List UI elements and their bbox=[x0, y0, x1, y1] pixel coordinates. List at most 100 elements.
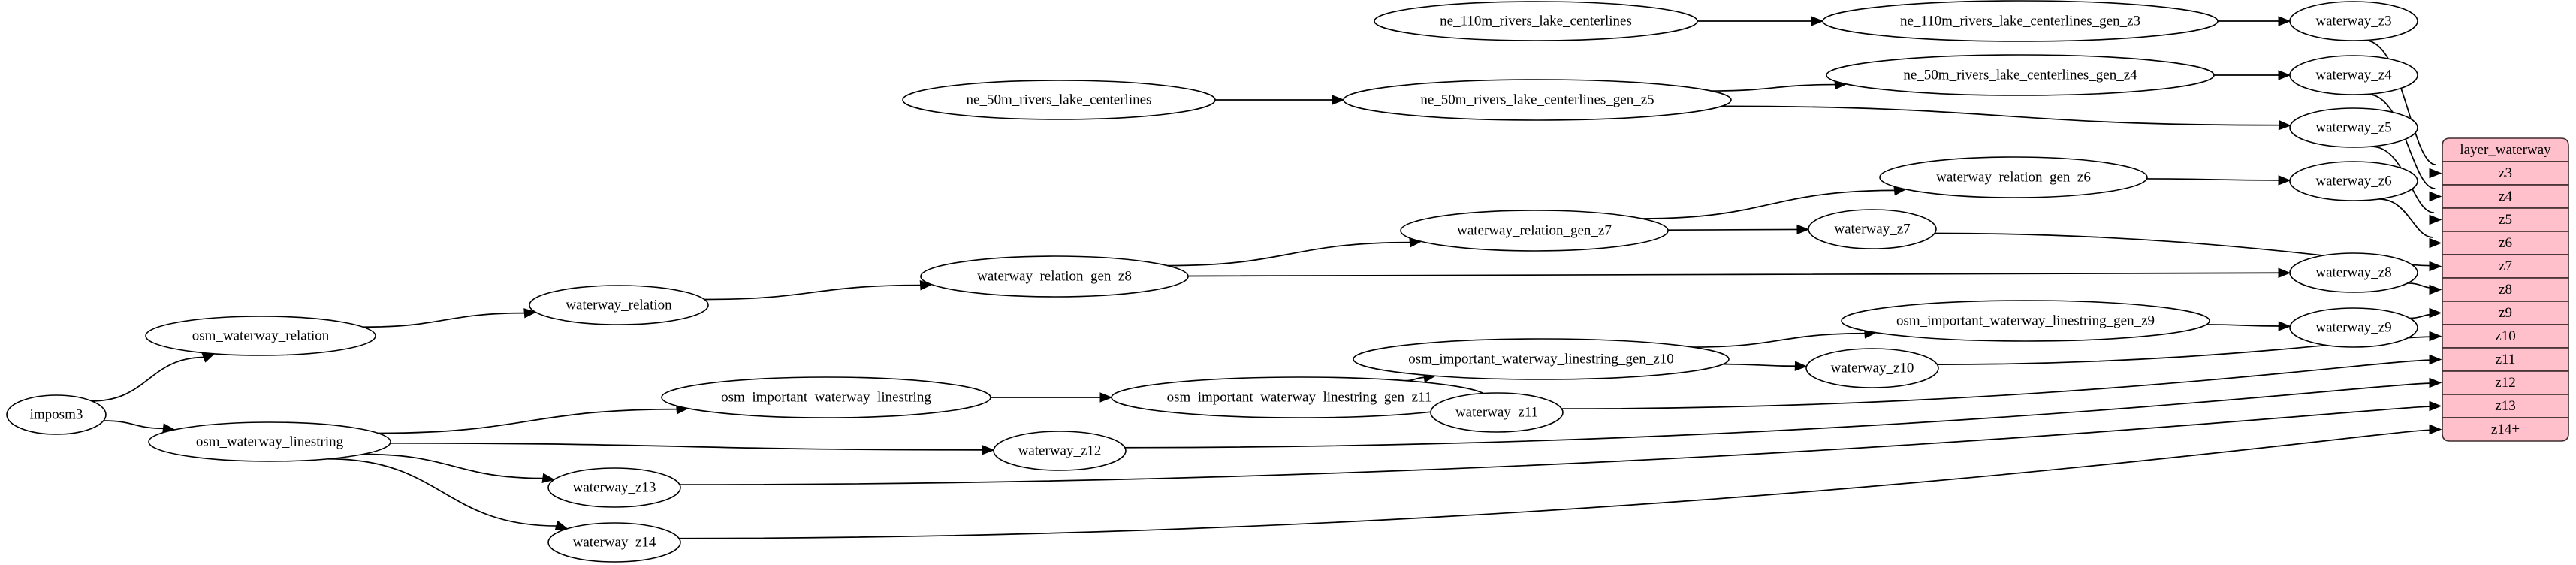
node-ellipse bbox=[1430, 392, 1564, 433]
graph-node-waterway_z7[interactable]: waterway_z7 bbox=[1808, 209, 1937, 249]
graph-node-ne_110m_rivers_lake_centerlines[interactable]: ne_110m_rivers_lake_centerlines bbox=[1374, 1, 1698, 41]
graph-node-waterway_relation_gen_z8[interactable]: waterway_relation_gen_z8 bbox=[920, 255, 1189, 298]
node-ellipse bbox=[2289, 107, 2418, 148]
node-label: waterway_z8 bbox=[2315, 265, 2391, 281]
graph-edge bbox=[1561, 359, 2432, 410]
node-ellipse bbox=[920, 255, 1189, 298]
graph-node-waterway_z10[interactable]: waterway_z10 bbox=[1805, 348, 1939, 388]
node-ellipse bbox=[1400, 210, 1669, 252]
graph-node-waterway_relation_gen_z7[interactable]: waterway_relation_gen_z7 bbox=[1400, 210, 1669, 252]
edge-arrowhead bbox=[2429, 284, 2442, 295]
graph-edge bbox=[363, 312, 526, 328]
graph-node-waterway_z4[interactable]: waterway_z4 bbox=[2289, 55, 2418, 95]
layer-table-header bbox=[2442, 137, 2569, 162]
graph-edge bbox=[2146, 178, 2281, 181]
edge-arrowhead bbox=[554, 520, 569, 530]
edges-layer bbox=[92, 16, 2442, 539]
layer-table-title: layer_waterway bbox=[2460, 142, 2551, 158]
node-ellipse bbox=[1353, 338, 1730, 380]
layer-table-row-label: z10 bbox=[2495, 328, 2515, 344]
graph-node-waterway_relation[interactable]: waterway_relation bbox=[529, 285, 709, 325]
layer-table-row[interactable] bbox=[2442, 184, 2569, 209]
graph-node-osm_important_waterway_linestring[interactable]: osm_important_waterway_linestring bbox=[661, 376, 991, 418]
node-ellipse bbox=[2289, 161, 2418, 201]
graph-node-waterway_relation_gen_z6[interactable]: waterway_relation_gen_z6 bbox=[1879, 156, 2148, 198]
graph-edge bbox=[679, 429, 2432, 539]
layer-table-row[interactable] bbox=[2442, 370, 2569, 395]
node-ellipse bbox=[1808, 209, 1937, 249]
edge-arrowhead bbox=[2429, 261, 2442, 272]
node-ellipse bbox=[2289, 1, 2418, 41]
graph-edge bbox=[2367, 93, 2436, 189]
graph-node-osm_important_waterway_linestring_gen_z10[interactable]: osm_important_waterway_linestring_gen_z1… bbox=[1353, 338, 1730, 380]
graph-node-waterway_z3[interactable]: waterway_z3 bbox=[2289, 1, 2418, 41]
graph-edge bbox=[2206, 324, 2281, 327]
graph-edge bbox=[2378, 198, 2433, 238]
graph-edge bbox=[1723, 363, 1797, 367]
edge-arrowhead bbox=[2429, 191, 2442, 202]
edge-arrowhead bbox=[2278, 321, 2291, 331]
edge-arrowhead bbox=[1332, 95, 1345, 105]
edge-arrowhead bbox=[523, 308, 537, 319]
edge-arrowhead bbox=[2429, 237, 2442, 249]
node-label: waterway_z4 bbox=[2315, 68, 2392, 83]
graph-node-ne_50m_rivers_lake_centerlines[interactable]: ne_50m_rivers_lake_centerlines bbox=[902, 80, 1216, 120]
layer-table-row[interactable] bbox=[2442, 161, 2569, 186]
layer-waterway-table: layer_waterwayz3z4z5z6z7z8z9z10z11z12z13… bbox=[2442, 137, 2569, 442]
graph-edge bbox=[1124, 382, 2432, 449]
graph-node-waterway_z13[interactable]: waterway_z13 bbox=[547, 467, 681, 508]
layer-table-row[interactable] bbox=[2442, 231, 2569, 255]
edge-arrowhead bbox=[982, 445, 995, 455]
layer-table-row[interactable] bbox=[2442, 301, 2569, 325]
node-ellipse bbox=[547, 467, 681, 508]
edge-arrowhead bbox=[2278, 16, 2291, 26]
graph-node-waterway_z8[interactable]: waterway_z8 bbox=[2289, 252, 2418, 293]
graph-edge bbox=[92, 356, 206, 402]
layer-table-row-label: z11 bbox=[2496, 352, 2516, 367]
node-ellipse bbox=[902, 80, 1216, 120]
node-label: ne_50m_rivers_lake_centerlines_gen_z5 bbox=[1420, 92, 1654, 108]
layer-table-row-label: z12 bbox=[2495, 375, 2515, 391]
node-label: waterway_z6 bbox=[2315, 174, 2391, 189]
node-ellipse bbox=[1826, 54, 2215, 96]
graph-node-waterway_z5[interactable]: waterway_z5 bbox=[2289, 107, 2418, 148]
graph-node-waterway_z11[interactable]: waterway_z11 bbox=[1430, 392, 1564, 433]
node-label: osm_important_waterway_linestring_gen_z9 bbox=[1896, 313, 2155, 329]
graph-edge bbox=[2409, 313, 2432, 319]
graph-node-osm_important_waterway_linestring_gen_z9[interactable]: osm_important_waterway_linestring_gen_z9 bbox=[1841, 300, 2210, 342]
graph-node-waterway_z14[interactable]: waterway_z14 bbox=[547, 522, 681, 563]
node-label: waterway_z3 bbox=[2315, 14, 2391, 29]
edge-arrowhead bbox=[2429, 307, 2442, 319]
graph-node-waterway_z9[interactable]: waterway_z9 bbox=[2289, 307, 2418, 348]
edge-arrowhead bbox=[541, 473, 556, 483]
node-label: imposm3 bbox=[30, 407, 83, 423]
node-label: waterway_z5 bbox=[2315, 120, 2391, 136]
graph-node-ne_110m_rivers_lake_centerlines_gen_z3[interactable]: ne_110m_rivers_lake_centerlines_gen_z3 bbox=[1822, 0, 2219, 42]
graph-node-imposm3[interactable]: imposm3 bbox=[6, 394, 107, 435]
layer-table-row[interactable] bbox=[2442, 324, 2569, 349]
graph-node-ne_50m_rivers_lake_centerlines_gen_z4[interactable]: ne_50m_rivers_lake_centerlines_gen_z4 bbox=[1826, 54, 2215, 96]
layer-table-row[interactable] bbox=[2442, 417, 2569, 442]
graph-node-osm_waterway_relation[interactable]: osm_waterway_relation bbox=[145, 316, 376, 356]
node-label: waterway_relation_gen_z7 bbox=[1457, 223, 1612, 239]
node-label: osm_important_waterway_linestring bbox=[721, 390, 931, 406]
graph-node-waterway_z12[interactable]: waterway_z12 bbox=[993, 431, 1127, 471]
node-ellipse bbox=[1343, 79, 1732, 121]
graph-node-osm_important_waterway_linestring_gen_z11[interactable]: osm_important_waterway_linestring_gen_z1… bbox=[1111, 376, 1488, 418]
nodes-layer: imposm3 osm_waterway_relation osm_waterway… bbox=[6, 0, 2418, 563]
edge-arrowhead bbox=[2429, 354, 2442, 365]
edge-arrowhead bbox=[2429, 331, 2442, 342]
node-ellipse bbox=[1879, 156, 2148, 198]
node-ellipse bbox=[145, 316, 376, 356]
graph-edge bbox=[1692, 332, 1866, 348]
graph-edge bbox=[1642, 189, 1896, 219]
node-ellipse bbox=[547, 522, 681, 563]
graph-node-ne_50m_rivers_lake_centerlines_gen_z5[interactable]: ne_50m_rivers_lake_centerlines_gen_z5 bbox=[1343, 79, 1732, 121]
graph-edge bbox=[1167, 241, 1412, 267]
edge-arrowhead bbox=[2429, 424, 2442, 435]
node-label: waterway_z13 bbox=[573, 480, 656, 496]
graph-node-osm_waterway_linestring[interactable]: osm_waterway_linestring bbox=[148, 421, 391, 462]
graph-edge bbox=[1187, 272, 2281, 277]
graph-node-waterway_z6[interactable]: waterway_z6 bbox=[2289, 161, 2418, 201]
